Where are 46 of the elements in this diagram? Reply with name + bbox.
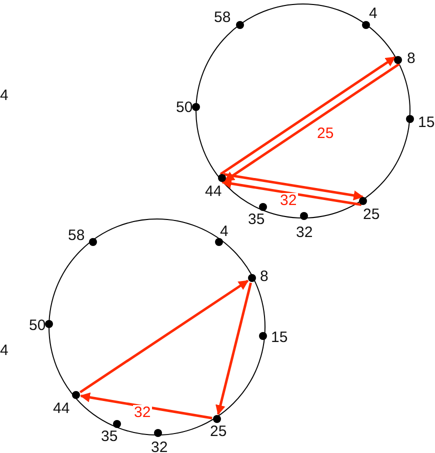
- point-label: 25: [210, 424, 227, 439]
- point-label: 4: [220, 224, 228, 239]
- point-dot: [45, 320, 53, 328]
- point-dot: [113, 420, 121, 428]
- point-label: 50: [29, 318, 46, 333]
- arrow: [223, 172, 364, 200]
- point-label: 15: [271, 330, 288, 345]
- point-label: 58: [214, 10, 231, 25]
- arrow: [80, 392, 212, 420]
- edge-label: 32: [133, 405, 152, 420]
- point-dot: [218, 174, 226, 182]
- point-dot: [359, 197, 367, 205]
- point-label: 35: [248, 212, 265, 227]
- edge-label: 25: [316, 126, 335, 141]
- arrow: [79, 280, 249, 394]
- point-dot: [406, 115, 414, 123]
- point-label: 15: [418, 115, 435, 130]
- edge-label: 32: [279, 193, 298, 208]
- arrow: [221, 178, 362, 206]
- point-label: 32: [151, 440, 168, 453]
- point-dot: [192, 103, 200, 111]
- label: 4: [0, 88, 8, 103]
- point-label: 44: [53, 401, 70, 416]
- point-dot: [72, 391, 80, 399]
- point-dot: [394, 56, 402, 64]
- point-dot: [362, 21, 370, 29]
- point-label: 32: [296, 225, 313, 240]
- point-label: 4: [369, 6, 378, 21]
- point-dot: [236, 21, 244, 29]
- point-dot: [213, 415, 221, 423]
- point-dot: [259, 332, 267, 340]
- point-dot: [215, 238, 223, 246]
- point-label: 44: [205, 184, 222, 199]
- point-dot: [154, 429, 162, 437]
- point-label: 25: [363, 207, 380, 222]
- arrow: [216, 282, 252, 416]
- point-dot: [259, 203, 267, 211]
- point-dot: [300, 212, 308, 220]
- point-label: 8: [260, 269, 268, 284]
- point-label: 35: [101, 429, 118, 444]
- point-dot: [89, 238, 97, 246]
- point-label: 8: [407, 51, 416, 66]
- point-dot: [248, 274, 256, 282]
- point-label: 58: [68, 228, 85, 243]
- label: 4: [0, 343, 8, 358]
- point-label: 50: [176, 100, 193, 115]
